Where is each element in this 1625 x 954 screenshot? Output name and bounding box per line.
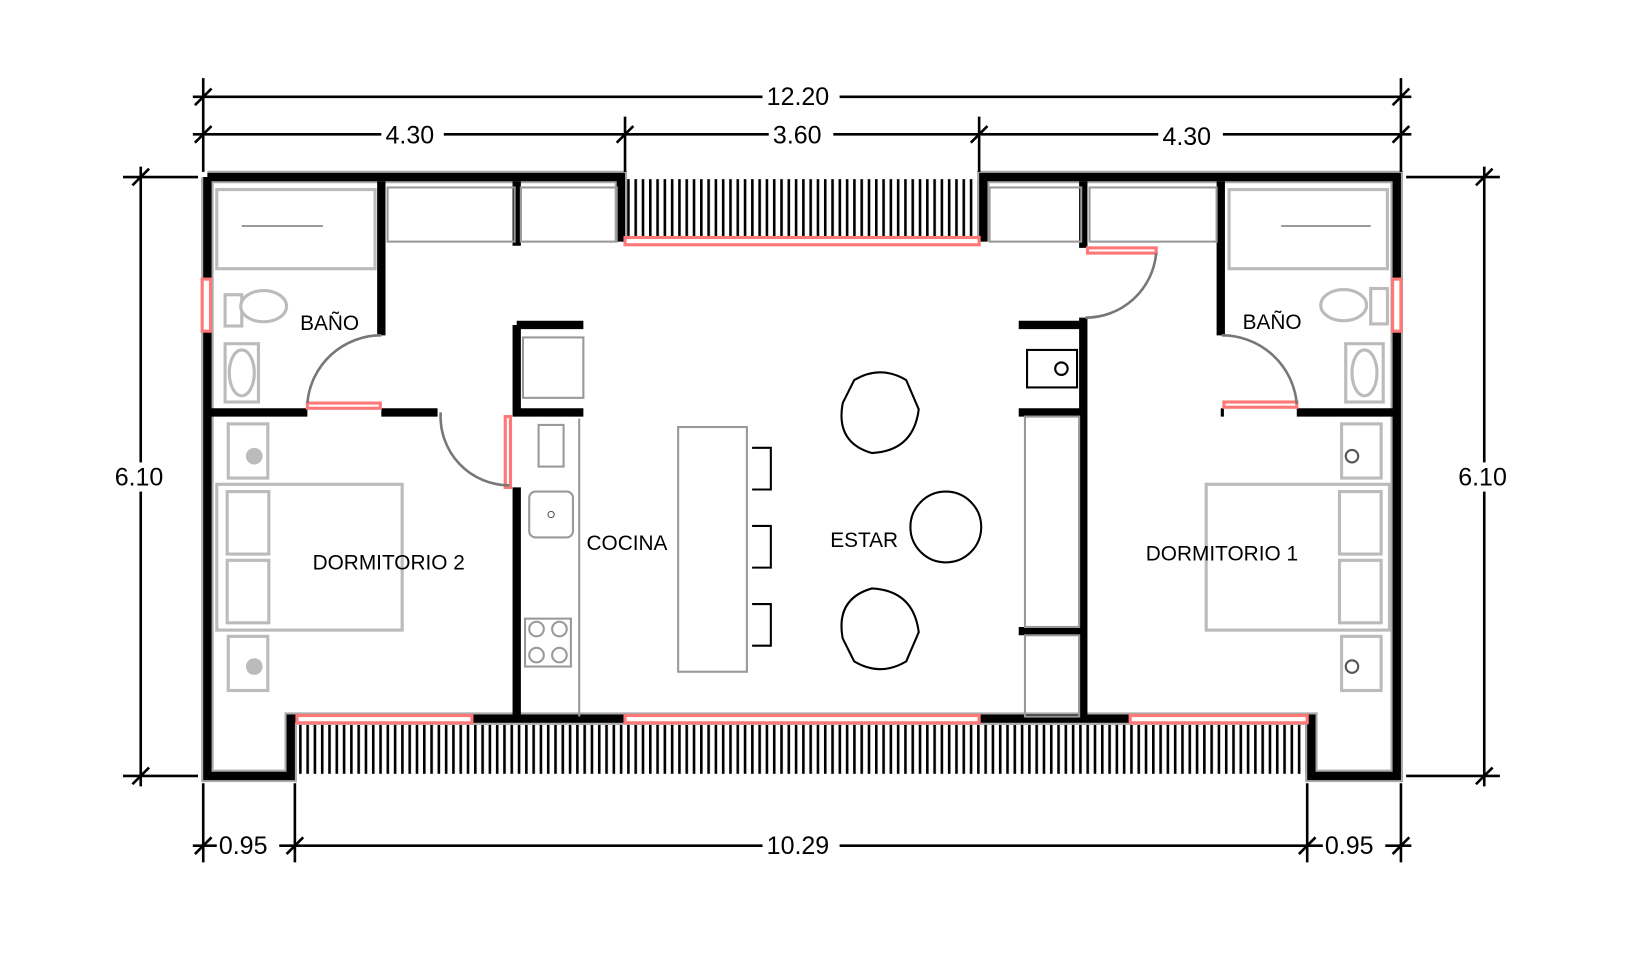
room-label-living: ESTAR <box>830 529 898 552</box>
dim-height-left: 6.10 <box>115 463 164 491</box>
room-label-bedroom-2: DORMITORIO 2 <box>313 552 465 575</box>
closets <box>386 186 1218 718</box>
dim-bottom-left: 0.95 <box>219 832 268 860</box>
room-label-bath-left: BAÑO <box>300 311 359 335</box>
windows <box>200 235 1403 725</box>
room-label-bedroom-1: DORMITORIO 1 <box>1146 542 1298 565</box>
dim-center-module: 3.60 <box>773 122 822 150</box>
room-label-bath-right: BAÑO <box>1243 310 1302 334</box>
dim-left-module: 4.30 <box>385 122 434 150</box>
rear-terrace-hatch <box>299 724 1308 774</box>
doors <box>305 246 1299 489</box>
dimension-labels: 12.20 4.30 3.60 4.30 6.10 6.10 0.95 10.2… <box>112 83 1513 861</box>
front-terrace-hatch <box>625 179 980 238</box>
bedroom-1-furniture <box>1204 422 1392 693</box>
dim-bottom-right: 0.95 <box>1325 832 1374 860</box>
right-bath-fixtures <box>1227 187 1389 404</box>
kitchen-furniture <box>521 336 772 717</box>
dim-height-right: 6.10 <box>1458 463 1507 491</box>
dim-total-width: 12.20 <box>767 83 830 111</box>
bedroom-2-furniture <box>215 422 404 693</box>
room-label-kitchen: COCINA <box>586 532 667 555</box>
living-furniture <box>840 348 1079 671</box>
walls <box>201 170 1404 783</box>
dim-right-module: 4.30 <box>1162 123 1211 151</box>
left-bath-fixtures <box>215 187 377 404</box>
dim-bottom-center: 10.29 <box>767 832 830 860</box>
